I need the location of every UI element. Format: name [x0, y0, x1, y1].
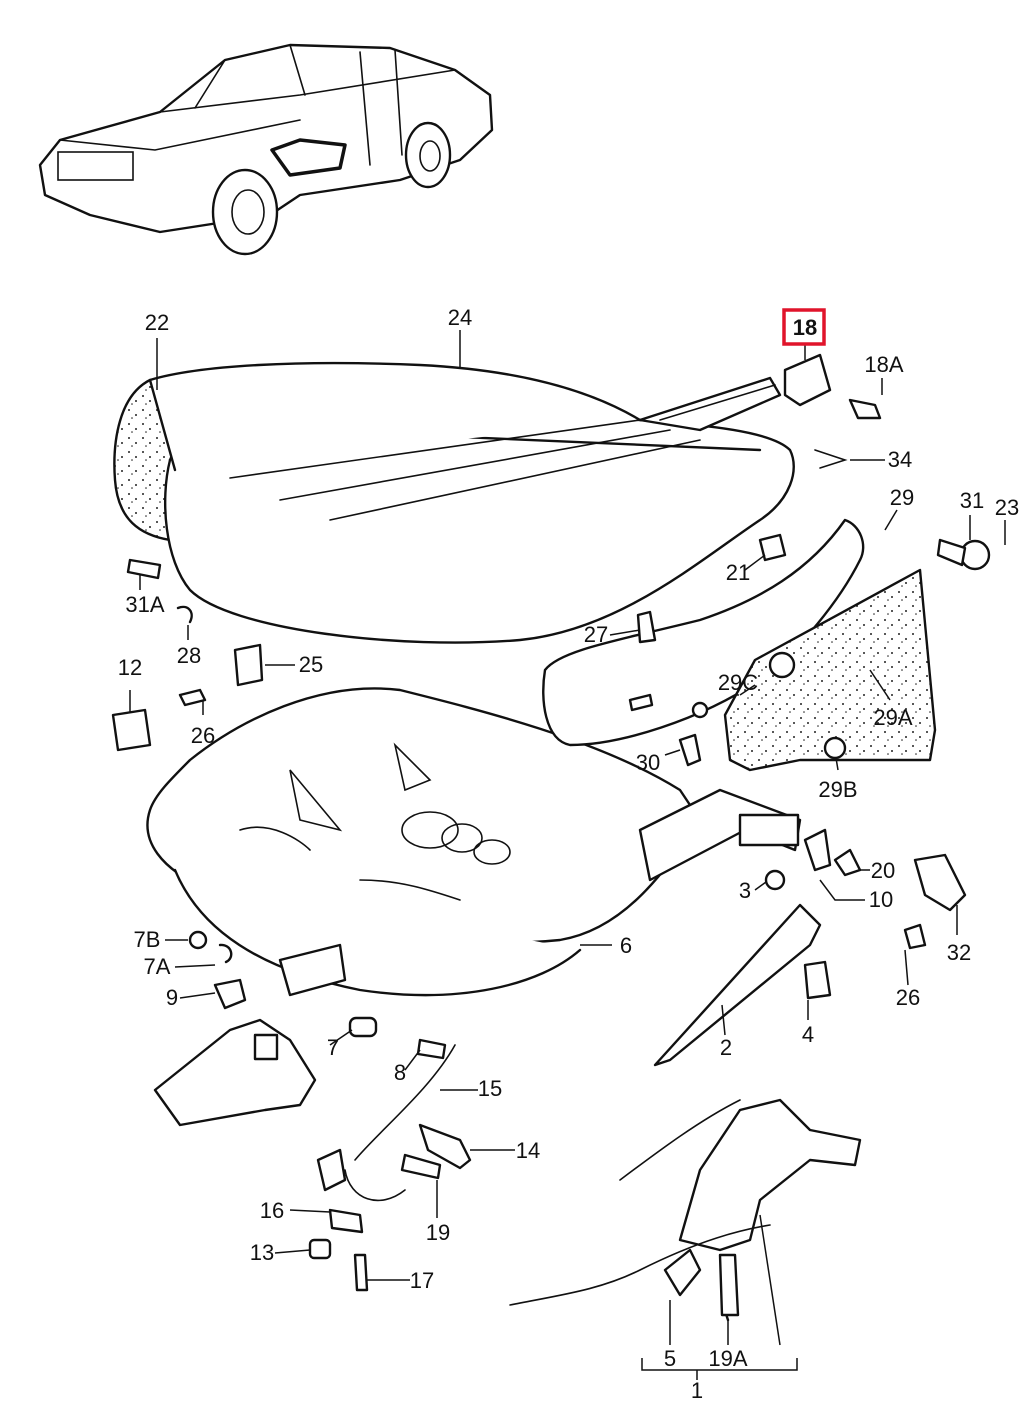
label-10: 10 — [869, 887, 893, 912]
label-34: 34 — [888, 447, 912, 472]
label-29a: 29A — [873, 705, 912, 730]
label-4: 4 — [802, 1022, 814, 1047]
label-7: 7 — [327, 1035, 339, 1060]
car-illustration — [38, 43, 494, 256]
label-22: 22 — [145, 310, 169, 335]
label-5: 5 — [664, 1346, 676, 1371]
label-19: 19 — [426, 1220, 450, 1245]
label-14: 14 — [516, 1138, 540, 1163]
label-26b: 26 — [896, 985, 920, 1010]
label-31: 31 — [960, 488, 984, 513]
label-32: 32 — [947, 940, 971, 965]
part-18 — [783, 353, 832, 407]
label-29c: 29C — [718, 670, 758, 695]
label-7b: 7B — [134, 927, 161, 952]
hardware — [111, 353, 991, 1317]
rod — [653, 903, 822, 1067]
label-28: 28 — [177, 643, 201, 668]
highlight-box — [782, 308, 826, 346]
label-25: 25 — [299, 652, 323, 677]
side-trim — [542, 518, 937, 772]
label-23: 23 — [995, 495, 1019, 520]
height-mechanism — [153, 943, 347, 1127]
label-2: 2 — [720, 1035, 732, 1060]
label-16: 16 — [260, 1198, 284, 1223]
seat-frame — [146, 687, 802, 997]
label-18: 18 — [793, 315, 817, 340]
label-20: 20 — [871, 858, 895, 883]
label-7a: 7A — [144, 954, 171, 979]
leader-lines — [129, 330, 1006, 1380]
label-21: 21 — [726, 560, 750, 585]
label-17: 17 — [410, 1268, 434, 1293]
label-8: 8 — [394, 1060, 406, 1085]
label-12: 12 — [118, 655, 142, 680]
label-27: 27 — [584, 622, 608, 647]
part-labels: 22 24 18 18A 34 29 31 23 21 31A 28 27 12… — [118, 305, 1019, 1403]
label-24: 24 — [448, 305, 472, 330]
label-9: 9 — [166, 985, 178, 1010]
label-13: 13 — [250, 1240, 274, 1265]
adjuster-mechanism — [509, 1098, 862, 1322]
label-29: 29 — [890, 485, 914, 510]
label-31a: 31A — [125, 592, 164, 617]
label-19a: 19A — [708, 1346, 747, 1371]
label-6: 6 — [620, 933, 632, 958]
seat-cushion — [113, 361, 795, 644]
label-26: 26 — [191, 723, 215, 748]
label-1: 1 — [691, 1378, 703, 1403]
link-rod — [316, 1044, 456, 1202]
label-18a: 18A — [864, 352, 903, 377]
label-15: 15 — [478, 1076, 502, 1101]
label-30: 30 — [636, 750, 660, 775]
label-29b: 29B — [818, 777, 857, 802]
label-3: 3 — [739, 878, 751, 903]
